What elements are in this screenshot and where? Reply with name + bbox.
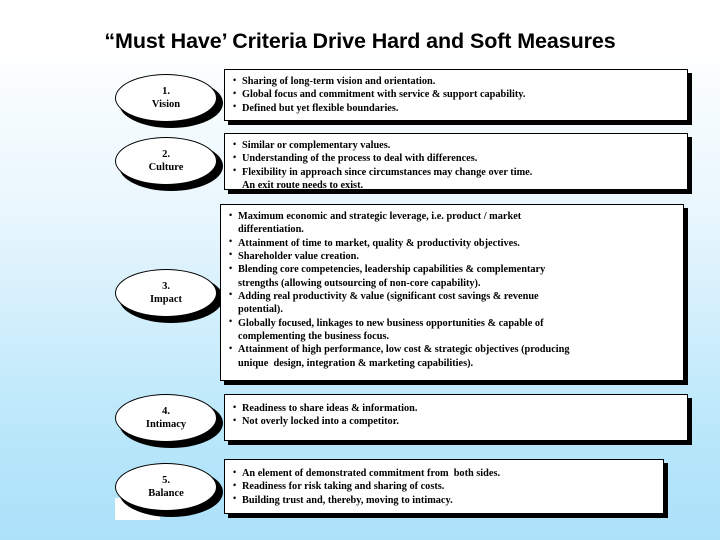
ellipse-body: 2. Culture	[115, 137, 217, 185]
bullet-item-continuation: differentiation.	[238, 224, 304, 236]
bullet-item: Globally focused, linkages to new busine…	[229, 316, 677, 330]
box-body: Maximum economic and strategic leverage,…	[220, 204, 684, 381]
stage-number: 2.	[162, 148, 170, 160]
ellipse-body: 1. Vision	[115, 74, 217, 122]
bullet-item: Sharing of long-term vision and orientat…	[233, 74, 681, 88]
ellipse-body: 5. Balance	[115, 463, 217, 511]
bullet-list-intimacy: Readiness to share ideas & information. …	[225, 395, 687, 433]
bullet-item: Flexibility in approach since circumstan…	[233, 165, 681, 179]
bullet-item: Readiness to share ideas & information.	[233, 401, 681, 415]
bullet-item: Readiness for risk taking and sharing of…	[233, 480, 657, 493]
criteria-box-balance[interactable]: An element of demonstrated commitment fr…	[224, 459, 668, 518]
bullet-item-continuation: potential).	[238, 304, 283, 316]
box-body: Similar or complementary values. Underst…	[224, 133, 688, 190]
page-title: “Must Have’ Criteria Drive Hard and Soft…	[104, 29, 616, 53]
bullet-item: Not overly locked into a competitor.	[233, 415, 681, 428]
bullet-item: Building trust and, thereby, moving to i…	[233, 493, 657, 507]
bullet-item: Similar or complementary values.	[233, 138, 681, 152]
bullet-item-continuation: strengths (allowing outsourcing of non-c…	[238, 277, 481, 289]
bullet-item: Blending core competencies, leadership c…	[229, 263, 677, 276]
stage-number: 4.	[162, 405, 170, 417]
stage-label: Vision	[151, 99, 181, 110]
criteria-box-intimacy[interactable]: Readiness to share ideas & information. …	[224, 394, 692, 445]
stage-label: Impact	[149, 294, 183, 305]
bullet-item-continuation: An exit route needs to exist.	[242, 179, 364, 190]
bullet-item: Defined but yet flexible boundaries.	[233, 101, 681, 115]
stage-label: Balance	[148, 488, 184, 499]
stage-label: Culture	[148, 162, 184, 173]
box-body: Sharing of long-term vision and orientat…	[224, 69, 688, 121]
ellipse-body: 4. Intimacy	[115, 394, 217, 442]
bullet-item: Global focus and commitment with service…	[233, 88, 681, 101]
bullet-list-impact: Maximum economic and strategic leverage,…	[221, 205, 683, 374]
bullet-list-culture: Similar or complementary values. Underst…	[225, 134, 687, 190]
stage-label: Intimacy	[145, 419, 187, 430]
bullet-item: An element of demonstrated commitment fr…	[233, 466, 657, 480]
bullet-item: Shareholder value creation.	[229, 249, 677, 263]
stage-number: 3.	[162, 280, 170, 292]
stage-ellipse-impact[interactable]: 3. Impact	[115, 269, 223, 323]
bullet-item-continuation: unique design, integration & marketing c…	[238, 357, 474, 369]
bullet-list-balance: An element of demonstrated commitment fr…	[225, 460, 663, 511]
ellipse-body: 3. Impact	[115, 269, 217, 317]
bullet-item: Attainment of high performance, low cost…	[229, 343, 677, 356]
bullet-item-continuation: complementing the business focus.	[238, 330, 390, 342]
bullet-list-vision: Sharing of long-term vision and orientat…	[225, 70, 687, 119]
stage-ellipse-balance[interactable]: 5. Balance	[115, 463, 223, 517]
criteria-box-culture[interactable]: Similar or complementary values. Underst…	[224, 133, 692, 194]
box-body: Readiness to share ideas & information. …	[224, 394, 688, 441]
criteria-box-vision[interactable]: Sharing of long-term vision and orientat…	[224, 69, 692, 125]
stage-ellipse-culture[interactable]: 2. Culture	[115, 137, 223, 191]
bullet-item: Adding real productivity & value (signif…	[229, 289, 677, 303]
stage-number: 1.	[162, 85, 170, 97]
stage-ellipse-intimacy[interactable]: 4. Intimacy	[115, 394, 223, 448]
bullet-item: Maximum economic and strategic leverage,…	[229, 209, 677, 223]
stage-ellipse-vision[interactable]: 1. Vision	[115, 74, 223, 128]
stage-number: 5.	[162, 474, 170, 486]
bullet-item: Understanding of the process to deal wit…	[233, 152, 681, 165]
criteria-box-impact[interactable]: Maximum economic and strategic leverage,…	[220, 204, 688, 385]
box-body: An element of demonstrated commitment fr…	[224, 459, 664, 514]
bullet-item: Attainment of time to market, quality & …	[229, 236, 677, 250]
